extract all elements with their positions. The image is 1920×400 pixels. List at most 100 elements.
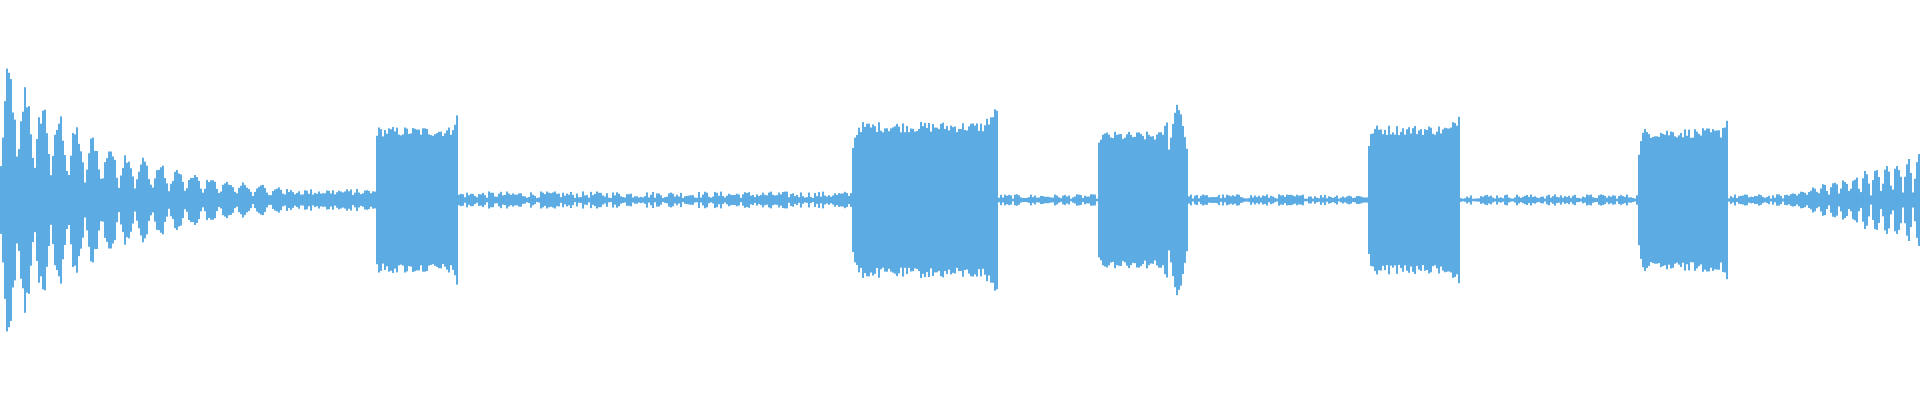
waveform-bar [962, 123, 964, 277]
waveform-bar [674, 196, 676, 204]
waveform-bar [222, 184, 224, 216]
waveform-bar [1426, 129, 1428, 271]
waveform-bar [1618, 196, 1620, 204]
waveform-bar [728, 193, 730, 207]
waveform-bar [1744, 194, 1746, 206]
waveform-bar [1772, 195, 1774, 205]
waveform-bar [1092, 194, 1094, 206]
waveform-bar [290, 190, 292, 210]
waveform-bar [1288, 194, 1290, 206]
waveform-bar [1688, 129, 1690, 271]
waveform-bar [1790, 194, 1792, 206]
waveform-bar [676, 194, 678, 206]
waveform-bar [572, 194, 574, 206]
waveform-bar [450, 134, 452, 266]
waveform-bar [398, 134, 400, 266]
waveform-bar [204, 188, 206, 212]
waveform-bar [1892, 189, 1894, 211]
waveform-bar [296, 192, 298, 208]
waveform-bar [1242, 197, 1244, 203]
waveform-bar [490, 192, 492, 208]
waveform-bar [280, 189, 282, 211]
waveform-bar [800, 192, 802, 208]
waveform-bar [714, 191, 716, 209]
waveform-bar [326, 190, 328, 210]
waveform-bar [1158, 132, 1160, 268]
waveform-bar [506, 191, 508, 209]
waveform-bar [498, 193, 500, 207]
waveform-bar [228, 184, 230, 216]
waveform-bar [442, 136, 444, 264]
waveform-bar [1410, 133, 1412, 267]
waveform-bar [588, 197, 590, 203]
waveform-bar [158, 169, 160, 231]
waveform-bar [1460, 198, 1462, 202]
waveform-bar [1862, 178, 1864, 222]
waveform-bar [1432, 133, 1434, 267]
waveform-bar [990, 117, 992, 283]
waveform-bar [558, 193, 560, 207]
waveform-bar [1300, 195, 1302, 205]
waveform-bar [564, 195, 566, 205]
waveform-bar [520, 193, 522, 207]
waveform-bar [24, 87, 26, 313]
waveform-bar [1272, 196, 1274, 204]
waveform-bar [594, 193, 596, 207]
waveform-bar [250, 191, 252, 209]
waveform-bar [1168, 149, 1170, 251]
waveform-bar [1724, 127, 1726, 273]
waveform-bar [428, 134, 430, 266]
waveform-bar [898, 126, 900, 274]
waveform-bar [214, 181, 216, 219]
waveform-bar [458, 194, 460, 206]
waveform-bar [414, 128, 416, 272]
waveform-bar [1486, 194, 1488, 206]
waveform-bar [26, 107, 28, 293]
waveform-bar [1136, 132, 1138, 268]
waveform-bar [8, 72, 10, 328]
waveform-bar [1392, 132, 1394, 268]
waveform-bar [758, 195, 760, 205]
waveform-bar [358, 192, 360, 208]
waveform-bar [600, 192, 602, 208]
waveform-bar [698, 192, 700, 208]
waveform-bar [36, 139, 38, 261]
waveform-bar [4, 101, 6, 299]
waveform-bar [536, 198, 538, 202]
waveform-bar [768, 192, 770, 208]
waveform-bar [1348, 195, 1350, 205]
waveform-bar [1448, 128, 1450, 272]
waveform-bar [1798, 193, 1800, 207]
waveform-bar [1510, 198, 1512, 202]
waveform-bar [1828, 194, 1830, 206]
waveform-bar [966, 130, 968, 270]
waveform-bar [1188, 196, 1190, 204]
waveform-bar [1292, 195, 1294, 205]
waveform-bar [1706, 128, 1708, 272]
waveform-bar [320, 193, 322, 207]
waveform-bar [542, 192, 544, 208]
waveform-bar [1052, 197, 1054, 203]
waveform-bar [782, 191, 784, 209]
waveform-bar [1648, 134, 1650, 266]
waveform-bar [30, 134, 32, 266]
waveform-bar [494, 196, 496, 204]
waveform-bar [1558, 197, 1560, 203]
waveform-bar [1824, 184, 1826, 216]
waveform-bar [1866, 174, 1868, 226]
waveform-bar [1282, 195, 1284, 205]
waveform-bar [456, 115, 458, 285]
waveform-bar [1074, 196, 1076, 204]
waveform-bar [700, 197, 702, 203]
waveform-bar [1544, 198, 1546, 202]
waveform-bar [378, 127, 380, 273]
waveform-bar [104, 162, 106, 238]
waveform-bar [1268, 197, 1270, 203]
waveform-bar [806, 197, 808, 203]
waveform-bar [998, 197, 1000, 203]
waveform-bar [562, 192, 564, 208]
waveform-bar [1014, 194, 1016, 206]
waveform-bar [870, 127, 872, 273]
